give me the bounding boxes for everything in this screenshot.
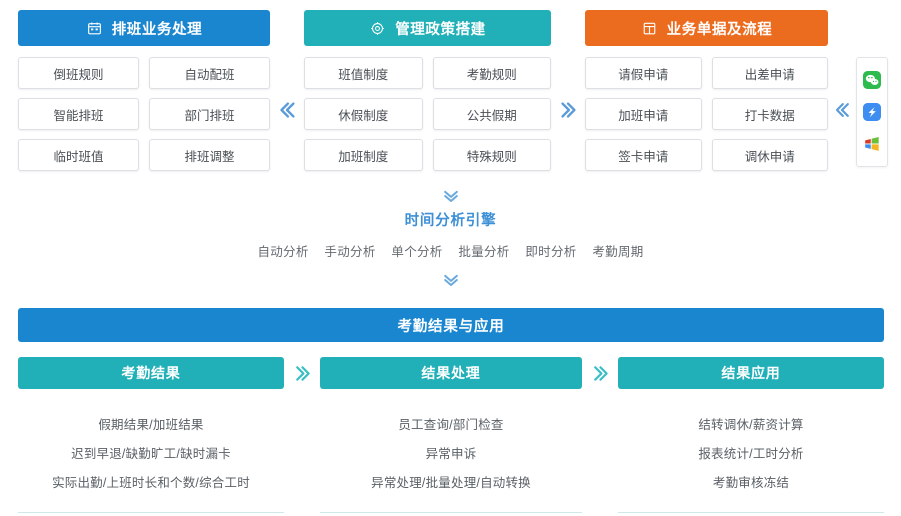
tile-tiaoxiu-shenqing[interactable]: 调休申请	[711, 139, 828, 171]
application-line-3: 考勤审核冻结	[712, 476, 790, 490]
bottom-column-results-body: 假期结果/加班结果 迟到早退/缺勤旷工/缺时漏卡 实际出勤/上班时长和个数/综合…	[18, 411, 284, 513]
chevron-right-results-processing	[284, 357, 320, 384]
tile-kaoqin-guize[interactable]: 考勤规则	[432, 57, 551, 89]
tile-gonggong-jiaqi[interactable]: 公共假期	[432, 98, 551, 130]
tile-teshu-guize[interactable]: 特殊规则	[432, 139, 551, 171]
app-integration-column	[856, 57, 888, 167]
windows-icon[interactable]	[863, 135, 881, 153]
panel-policy-header: 管理政策搭建	[304, 10, 551, 46]
panel-policy: 管理政策搭建 班值制度 考勤规则 休假制度 公共假期 加班制度 特殊规则	[304, 10, 551, 171]
tile-qingjia-shenqing[interactable]: 请假申请	[585, 57, 702, 89]
tile-bumen-paiban[interactable]: 部门排班	[149, 98, 270, 130]
chevron-down-icon-top	[0, 186, 901, 204]
panel-scheduling: 排班业务处理 倒班规则 自动配班 智能排班 部门排班 临时班值 排班调整	[18, 10, 270, 171]
panel-documents-title: 业务单据及流程	[666, 21, 773, 38]
tile-qianka-shenqing[interactable]: 签卡申请	[585, 139, 702, 171]
chevron-right-policy-documents	[551, 46, 585, 174]
engine-item-shoudong: 手动分析	[324, 245, 376, 259]
engine-item-zidong: 自动分析	[257, 245, 309, 259]
dingtalk-icon[interactable]	[863, 103, 881, 121]
bottom-columns: 考勤结果 假期结果/加班结果 迟到早退/缺勤旷工/缺时漏卡 实际出勤/上班时长和…	[18, 357, 884, 513]
bottom-column-application: 结果应用 结转调休/薪资计算 报表统计/工时分析 考勤审核冻结	[618, 357, 884, 513]
chevron-right-processing-application	[582, 357, 618, 384]
bottom-column-results: 考勤结果 假期结果/加班结果 迟到早退/缺勤旷工/缺时漏卡 实际出勤/上班时长和…	[18, 357, 284, 513]
chevron-down-icon-bottom	[0, 270, 901, 288]
engine-item-dange: 单个分析	[391, 245, 443, 259]
engine-item-zhouqi: 考勤周期	[592, 245, 644, 259]
engine-item-jishi: 即时分析	[525, 245, 577, 259]
bottom-section: 考勤结果与应用 考勤结果 假期结果/加班结果 迟到早退/缺勤旷工/缺时漏卡 实际…	[18, 308, 884, 513]
processing-line-3: 异常处理/批量处理/自动转换	[371, 476, 531, 490]
results-line-2: 迟到早退/缺勤旷工/缺时漏卡	[71, 447, 231, 461]
panel-documents-header: 业务单据及流程	[585, 10, 828, 46]
top-section: 排班业务处理 倒班规则 自动配班 智能排班 部门排班 临时班值 排班调整	[0, 10, 901, 178]
bottom-banner: 考勤结果与应用	[18, 308, 884, 342]
results-line-1: 假期结果/加班结果	[98, 418, 204, 432]
tile-paiban-tiaozheng[interactable]: 排班调整	[149, 139, 270, 171]
processing-line-2: 异常申诉	[425, 447, 477, 461]
tile-banzhi-zhidu[interactable]: 班值制度	[304, 57, 423, 89]
bottom-column-processing-body: 员工查询/部门检查 异常申诉 异常处理/批量处理/自动转换	[320, 411, 582, 513]
bottom-column-application-body: 结转调休/薪资计算 报表统计/工时分析 考勤审核冻结	[618, 411, 884, 513]
chevron-left-scheduling-policy	[270, 46, 304, 174]
wechat-icon[interactable]	[863, 71, 881, 89]
time-analysis-engine-title: 时间分析引擎	[404, 213, 497, 229]
panel-policy-tiles: 班值制度 考勤规则 休假制度 公共假期 加班制度 特殊规则	[304, 57, 551, 171]
engine-item-piliang: 批量分析	[458, 245, 510, 259]
settings-gear-icon	[369, 20, 386, 37]
panel-scheduling-title: 排班业务处理	[111, 21, 203, 38]
results-line-3: 实际出勤/上班时长和个数/综合工时	[52, 476, 250, 490]
processing-line-1: 员工查询/部门检查	[398, 418, 504, 432]
application-line-2: 报表统计/工时分析	[698, 447, 804, 461]
bottom-column-application-title: 结果应用	[618, 357, 884, 389]
panel-scheduling-tiles: 倒班规则 自动配班 智能排班 部门排班 临时班值 排班调整	[18, 57, 270, 171]
tile-daoban-guize[interactable]: 倒班规则	[18, 57, 139, 89]
application-line-1: 结转调休/薪资计算	[698, 418, 804, 432]
form-document-icon	[641, 20, 658, 37]
tile-zhineng-paiban[interactable]: 智能排班	[18, 98, 139, 130]
tile-jiaban-zhidu[interactable]: 加班制度	[304, 139, 423, 171]
tile-xiujia-zhidu[interactable]: 休假制度	[304, 98, 423, 130]
calendar-icon	[86, 20, 103, 37]
bottom-column-processing: 结果处理 员工查询/部门检查 异常申诉 异常处理/批量处理/自动转换	[320, 357, 582, 513]
tile-daka-shuju[interactable]: 打卡数据	[711, 98, 828, 130]
tile-zidong-peiban[interactable]: 自动配班	[149, 57, 270, 89]
chevron-left-documents-apps	[828, 46, 856, 174]
panel-documents-tiles: 请假申请 出差申请 加班申请 打卡数据 签卡申请 调休申请	[585, 57, 828, 171]
panel-scheduling-header: 排班业务处理	[18, 10, 270, 46]
middle-section: 时间分析引擎 自动分析 手动分析 单个分析 批量分析 即时分析 考勤周期	[0, 186, 901, 288]
tile-jiaban-shenqing[interactable]: 加班申请	[585, 98, 702, 130]
time-analysis-engine-items: 自动分析 手动分析 单个分析 批量分析 即时分析 考勤周期	[0, 241, 901, 260]
bottom-column-processing-title: 结果处理	[320, 357, 582, 389]
bottom-column-results-title: 考勤结果	[18, 357, 284, 389]
panel-policy-title: 管理政策搭建	[395, 21, 486, 38]
tile-linshi-banzhi[interactable]: 临时班值	[18, 139, 139, 171]
panel-documents: 业务单据及流程 请假申请 出差申请 加班申请 打卡数据 签卡申请 调休申请	[585, 10, 828, 171]
tile-chuchai-shenqing[interactable]: 出差申请	[711, 57, 828, 89]
